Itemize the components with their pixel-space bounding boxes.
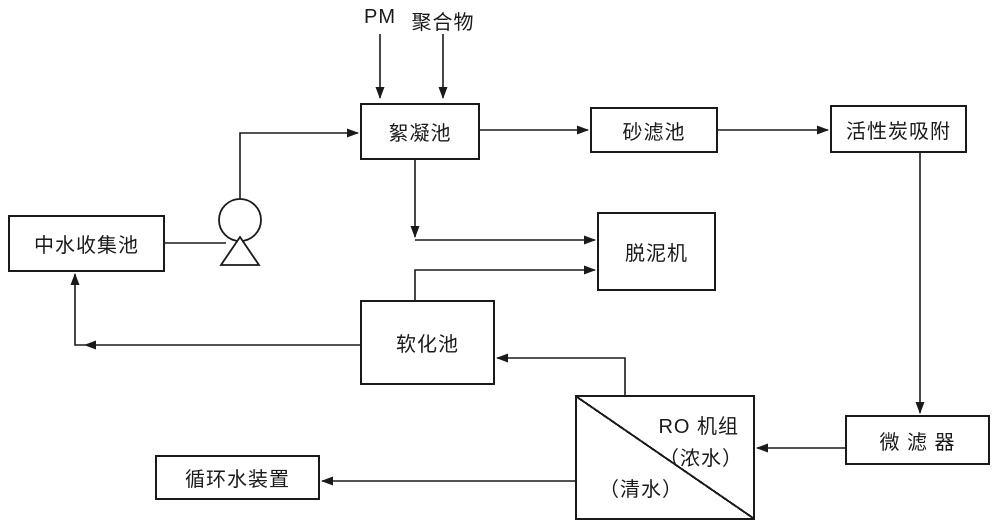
arrowhead-softening-to-collection	[84, 340, 96, 350]
pump-circle-icon	[218, 198, 262, 242]
node-desludge-machine: 脱泥机	[597, 212, 716, 291]
input-label-polymer: 聚合物	[411, 12, 475, 34]
softening-label: 软化池	[396, 334, 459, 356]
connector-softening-to-desludge	[414, 265, 596, 300]
node-water-collection-tank: 中水收集池	[8, 215, 165, 272]
node-circulating-water-device: 循环水装置	[155, 455, 320, 500]
input-label-pm: PM	[364, 6, 396, 28]
node-microfilter: 微 滤 器	[845, 415, 990, 465]
node-sand-filter-tank: 砂滤池	[590, 107, 718, 153]
node-activated-carbon: 活性炭吸附	[830, 105, 967, 153]
sand-filter-label: 砂滤池	[622, 121, 686, 144]
pump-symbol	[218, 198, 262, 266]
ro-unit-label: RO 机组	[658, 416, 739, 438]
desludge-label: 脱泥机	[625, 243, 688, 265]
water-collection-label: 中水收集池	[34, 235, 139, 257]
node-flocculation-tank: 絮凝池	[360, 103, 480, 160]
connector-ro-to-softening	[496, 353, 626, 395]
node-softening-tank: 软化池	[360, 300, 495, 385]
flocculation-tank-label: 絮凝池	[388, 123, 452, 145]
connector-pump-to-flocculation	[239, 128, 359, 199]
ro-clear-water-label: （清水）	[599, 479, 683, 501]
activated-carbon-label: 活性炭吸附	[846, 120, 951, 143]
microfilter-label: 微 滤 器	[879, 431, 956, 454]
connector-softening-to-collection	[70, 273, 360, 346]
ro-concentrate-label: （浓水）	[659, 448, 743, 470]
pump-triangle-icon	[219, 235, 261, 266]
node-ro-unit: RO 机组 （浓水） （清水）	[575, 395, 755, 520]
circulating-water-label: 循环水装置	[185, 469, 290, 491]
